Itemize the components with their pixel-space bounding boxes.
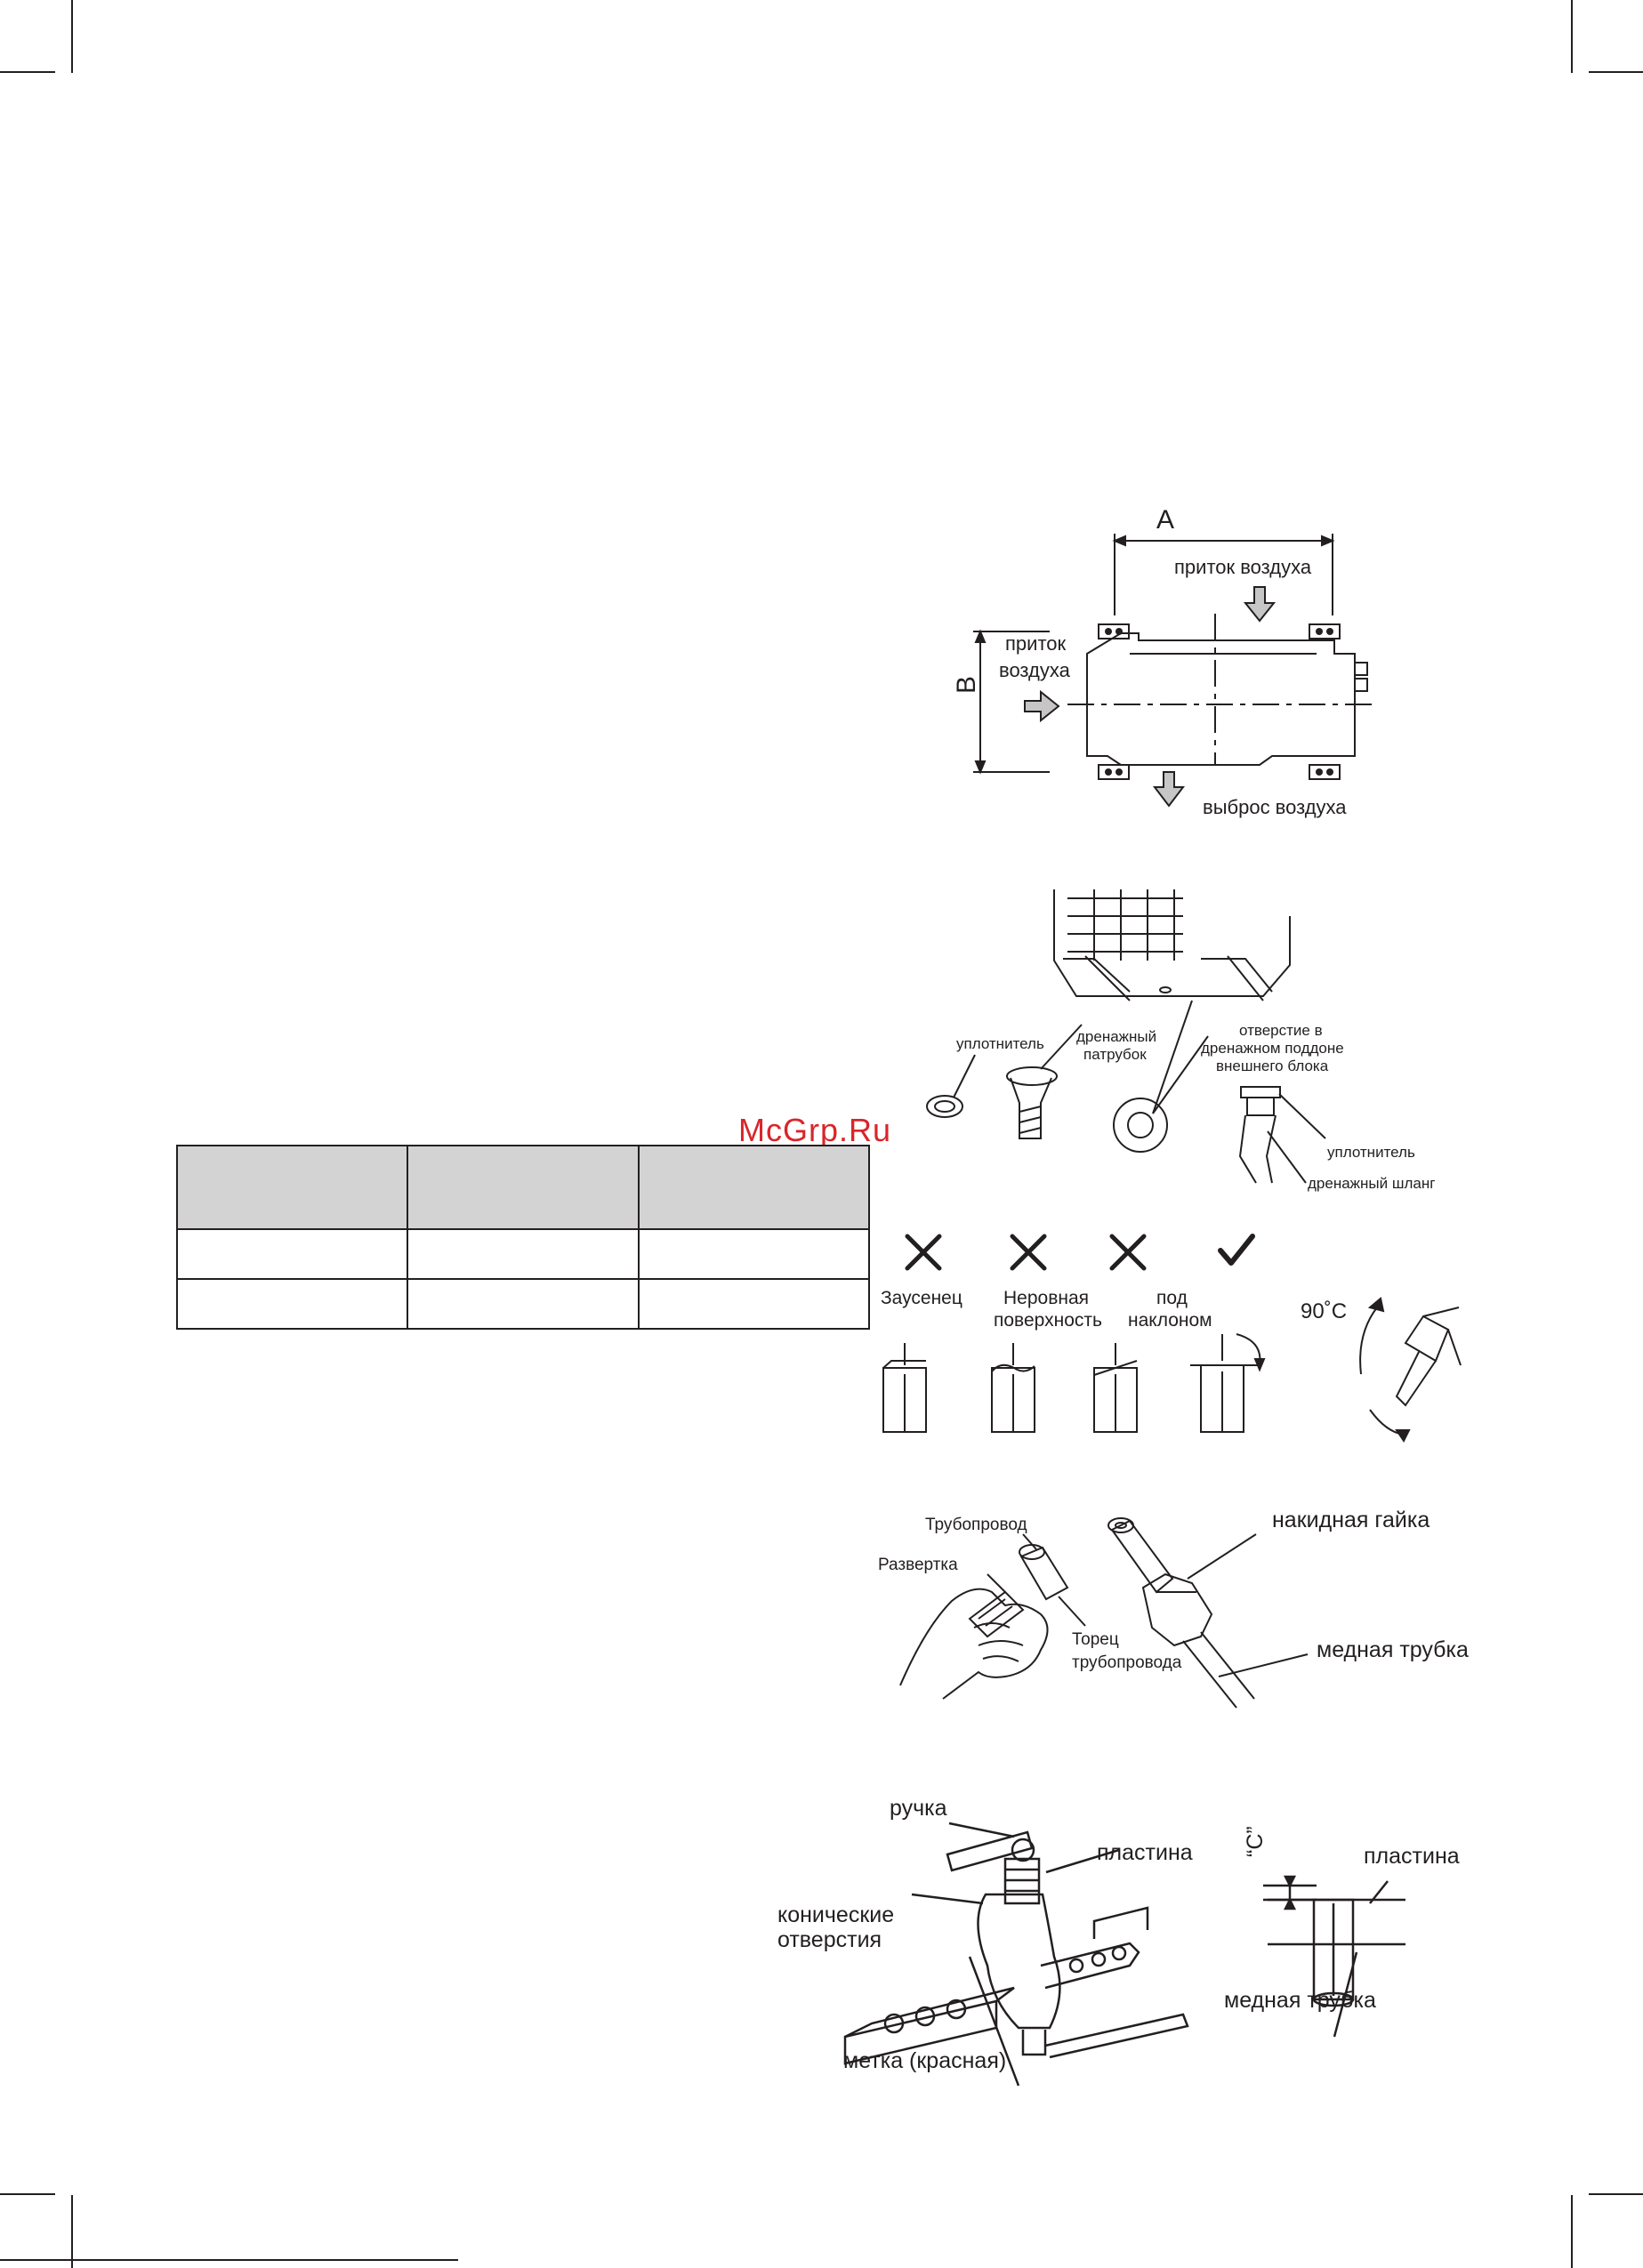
drain-hole-label-1: отверстие в: [1239, 1022, 1323, 1039]
flare-nut-label: накидная гайка: [1272, 1508, 1430, 1532]
air-in-top-label: приток воздуха: [1174, 556, 1312, 578]
drain-nipple-label-2: патрубок: [1083, 1046, 1147, 1063]
pipe-end-label-1: Торец: [1072, 1630, 1119, 1649]
crop-mark: [1589, 71, 1643, 73]
slant-label-1: под: [1156, 1288, 1188, 1308]
table-header-row: [175, 1145, 871, 1230]
conic-label-1: конические: [777, 1902, 895, 1927]
table-header-cell: [637, 1145, 871, 1230]
conic-label-2: отверстия: [777, 1927, 882, 1952]
crop-mark: [0, 2193, 55, 2195]
uneven-label-2: поверхность: [994, 1310, 1102, 1331]
c-dimension-label: “C”: [1243, 1826, 1268, 1857]
red-mark-label: метка (красная): [843, 2048, 1007, 2073]
table-cell: [637, 1228, 871, 1280]
flaring-tool-diagram: [843, 1822, 1405, 2087]
crop-mark: [1571, 2195, 1573, 2268]
air-in-left-label-1: приток: [1005, 632, 1067, 655]
spec-table: [175, 1145, 871, 1330]
copper-pipe-label: медная трубка: [1317, 1637, 1469, 1662]
slant-label-2: наклоном: [1128, 1310, 1212, 1331]
table-cell: [407, 1228, 640, 1280]
table-cell: [637, 1278, 871, 1330]
handle-label: ручка: [890, 1796, 947, 1821]
drain-diagram: [926, 889, 1326, 1184]
table-header-cell: [175, 1145, 409, 1230]
burr-label: Заусенец: [881, 1288, 962, 1308]
crop-mark: [0, 71, 55, 73]
reaming-diagram: [899, 1517, 1309, 1709]
watermark: McGrp.Ru: [738, 1112, 892, 1148]
crop-mark: [71, 2195, 73, 2268]
table-cell: [175, 1228, 409, 1280]
table-cell: [407, 1278, 640, 1330]
uneven-label-1: Неровная: [1003, 1288, 1090, 1308]
dimension-a-label: A: [1156, 505, 1175, 535]
drain-hole-label-3: внешнего блока: [1216, 1058, 1329, 1074]
reamer-label: Развертка: [878, 1556, 958, 1574]
table-row: [175, 1228, 871, 1280]
pipe-label: Трубопровод: [925, 1516, 1027, 1534]
drain-hose-label: дренажный шланг: [1308, 1175, 1436, 1192]
mounting-diagram: [973, 534, 1379, 808]
air-out-label: выброс воздуха: [1203, 796, 1347, 818]
bottom-rule: [0, 2259, 458, 2261]
table-header-cell: [407, 1145, 640, 1230]
pipe-cut-diagram: [882, 1234, 1462, 1443]
table-row: [175, 1278, 871, 1330]
air-in-left-label-2: воздуха: [999, 659, 1070, 681]
angle-label: 90˚C: [1301, 1299, 1348, 1323]
table-cell: [175, 1278, 409, 1330]
seal-right-label: уплотнитель: [1327, 1144, 1415, 1161]
plate-right-label: пластина: [1364, 1844, 1460, 1869]
seal-label: уплотнитель: [956, 1035, 1044, 1052]
pipe-end-label-2: трубопровода: [1072, 1653, 1182, 1672]
crop-mark: [1589, 2193, 1643, 2195]
crop-mark: [1571, 0, 1573, 73]
dimension-b-label: B: [952, 675, 981, 694]
drain-hole-label-2: дренажном поддоне: [1201, 1040, 1344, 1057]
plate-label: пластина: [1097, 1840, 1193, 1865]
copper-right-label: медная трубка: [1224, 1988, 1376, 2013]
drain-nipple-label-1: дренажный: [1076, 1028, 1157, 1045]
crop-mark: [71, 0, 73, 73]
